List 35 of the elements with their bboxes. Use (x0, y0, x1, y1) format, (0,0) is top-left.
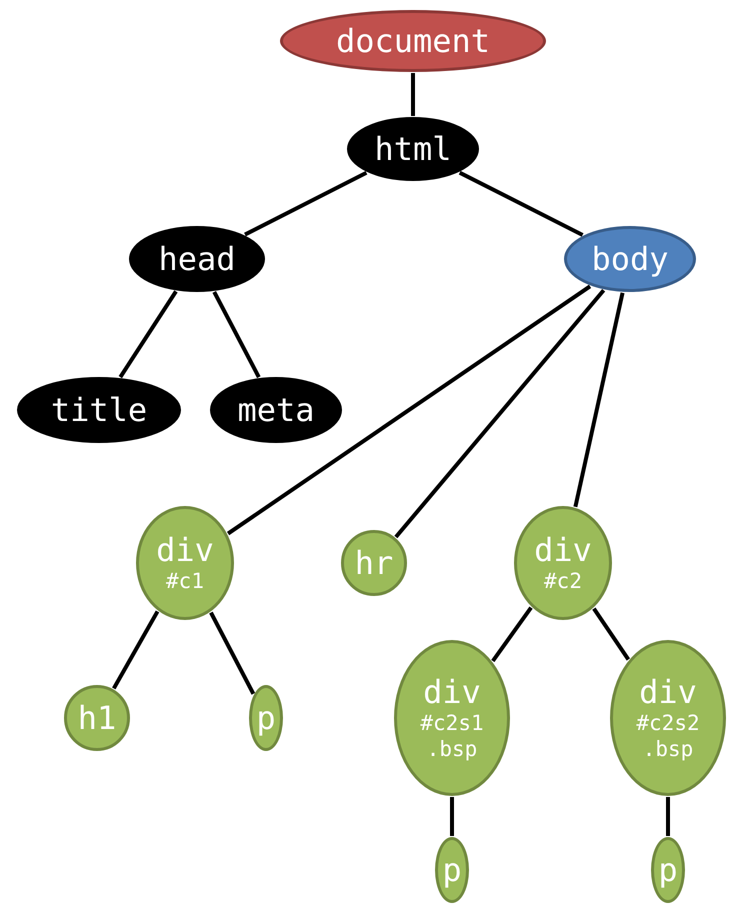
connector-line (226, 284, 592, 536)
node-sublabel: .bsp (426, 736, 478, 762)
connector-line (573, 292, 624, 508)
node-sublabel: #c2s2 (636, 710, 700, 736)
node-sublabel: .bsp (642, 736, 694, 762)
connector-line (458, 170, 584, 237)
node-sublabel: #c2s1 (420, 710, 484, 736)
node-label: head (158, 241, 236, 277)
node-label: div (423, 674, 481, 710)
node-sublabel: #c2 (544, 568, 582, 594)
node-label: hr (354, 545, 394, 581)
node-label: p (442, 852, 462, 888)
connector-line (411, 73, 415, 116)
node-label: document (336, 23, 490, 59)
connector-line (244, 170, 368, 236)
connector-line (212, 291, 261, 378)
node-label: div (639, 674, 697, 710)
connector-line (666, 797, 670, 836)
node-label: div (156, 532, 214, 568)
node-sublabel: #c1 (166, 568, 204, 594)
connector-line (118, 290, 178, 378)
connector-line (450, 797, 454, 836)
connector-line (112, 610, 160, 690)
connector-line (592, 607, 630, 661)
node-label: div (534, 532, 592, 568)
node-label: title (50, 392, 148, 428)
connector-line (491, 606, 533, 662)
tree-node-ellipse (249, 685, 283, 751)
node-label: p (256, 700, 276, 736)
connector-line (209, 612, 256, 695)
node-label: meta (237, 392, 315, 428)
node-label: body (591, 241, 669, 277)
node-label: h1 (78, 700, 116, 736)
node-label: html (374, 131, 452, 167)
node-label: p (658, 852, 678, 888)
